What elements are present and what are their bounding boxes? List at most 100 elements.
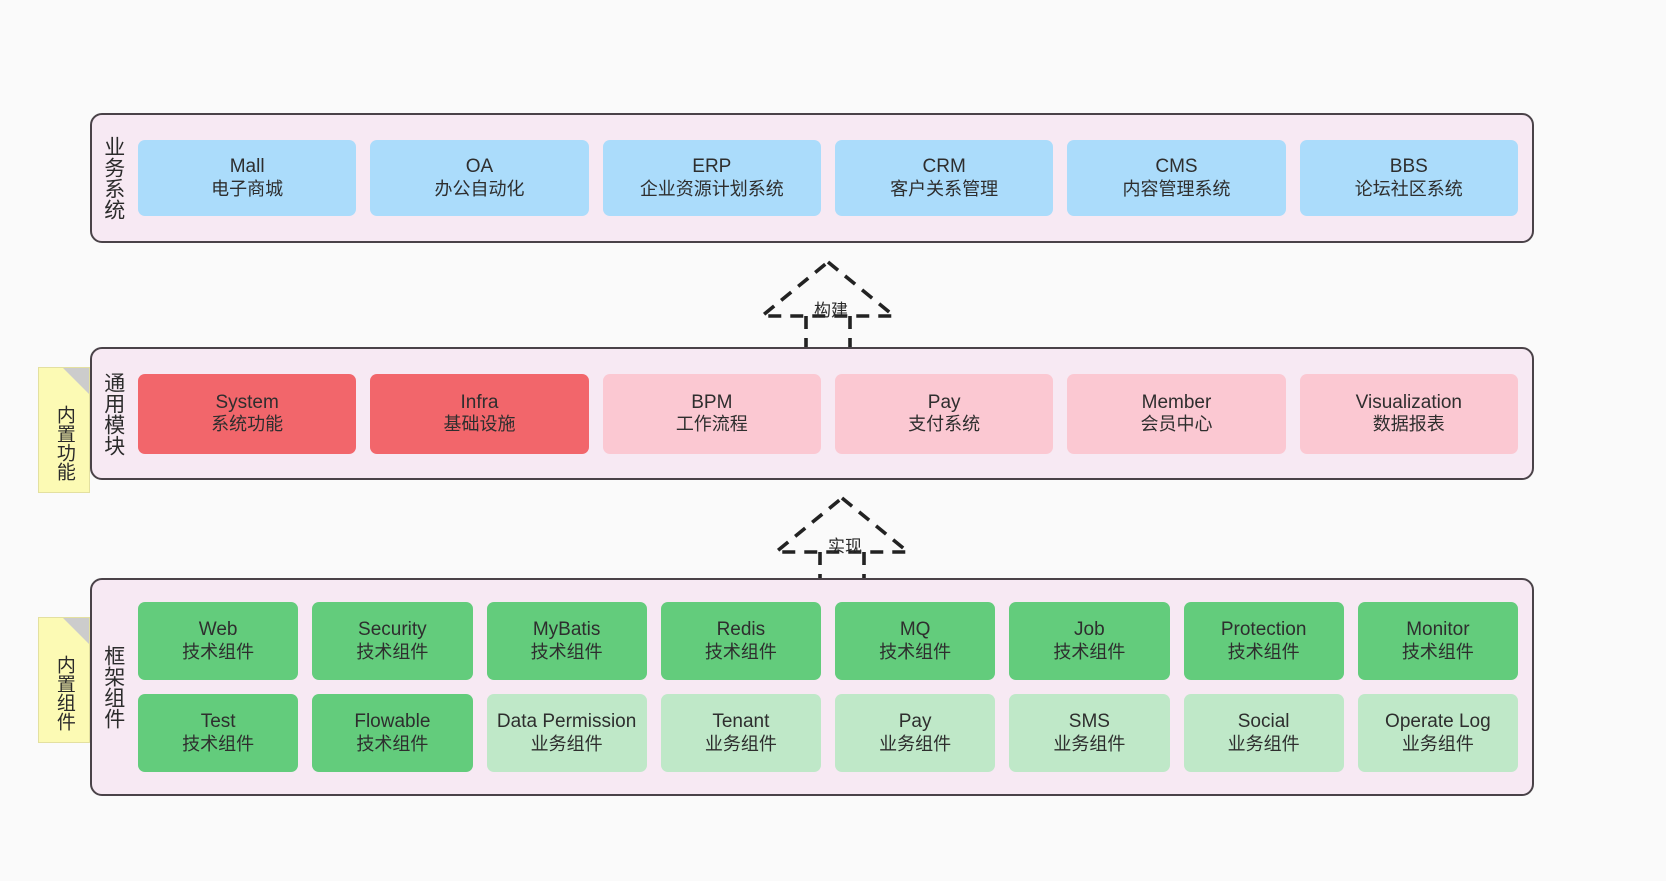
card-title-en: SMS — [1068, 711, 1110, 733]
sticky-note-label: 内置组件 — [53, 655, 75, 731]
card-row: System 系统功能 Infra 基础设施 BPM 工作流程 Pay 支付系统… — [138, 373, 1518, 454]
card-title-en: Protection — [1220, 619, 1307, 641]
card-title-cn: 支付系统 — [908, 414, 981, 435]
card-title-en: OA — [465, 156, 494, 178]
card-title-cn: 技术组件 — [356, 733, 429, 754]
arrow-stem-icon — [804, 316, 852, 350]
sticky-fold-icon — [63, 618, 89, 644]
card-title-en: Job — [1074, 619, 1105, 641]
card-title-cn: 工作流程 — [675, 414, 748, 435]
card-title-cn: 技术组件 — [1227, 641, 1300, 662]
card-oa[interactable]: OA 办公自动化 — [370, 140, 589, 216]
card-title-en: Operate Log — [1385, 711, 1491, 733]
card-title-en: System — [215, 391, 279, 413]
layer-business-system: 业务系统 Mall 电子商城 OA 办公自动化 ERP 企业资源计划系统 CRM… — [90, 113, 1534, 243]
card-title-en: Monitor — [1406, 619, 1470, 641]
card-test[interactable]: Test 技术组件 — [138, 694, 299, 772]
card-title-cn: 技术组件 — [182, 641, 255, 662]
card-infra[interactable]: Infra 基础设施 — [370, 373, 589, 454]
connector-label-realize: 实现 — [828, 537, 862, 556]
card-title-cn: 系统功能 — [211, 414, 284, 435]
card-title-cn: 技术组件 — [530, 641, 603, 662]
card-cms[interactable]: CMS 内容管理系统 — [1067, 140, 1286, 216]
card-mq[interactable]: MQ 技术组件 — [835, 602, 996, 680]
card-title-cn: 技术组件 — [879, 641, 952, 662]
sticky-note-label: 内置功能 — [53, 405, 75, 481]
card-title-en: ERP — [692, 156, 732, 178]
card-title-en: Test — [200, 711, 236, 733]
card-job[interactable]: Job 技术组件 — [1009, 602, 1170, 680]
card-title-en: Data Permission — [496, 711, 637, 733]
layer-body-common-module: System 系统功能 Infra 基础设施 BPM 工作流程 Pay 支付系统… — [134, 349, 1532, 478]
card-title-cn: 电子商城 — [211, 178, 284, 199]
card-title-en: Pay — [898, 711, 932, 733]
sticky-note-builtin-component: 内置组件 — [38, 617, 90, 743]
sticky-fold-icon — [63, 368, 89, 394]
layer-title-common-module: 通用模块 — [101, 371, 125, 456]
card-title-cn: 基础设施 — [443, 414, 516, 435]
card-row: Test 技术组件 Flowable 技术组件 Data Permission … — [138, 694, 1518, 772]
card-title-cn: 业务组件 — [1227, 733, 1300, 754]
card-title-en: Tenant — [712, 711, 770, 733]
card-title-en: Pay — [927, 391, 961, 413]
card-title-cn: 客户关系管理 — [890, 178, 999, 199]
card-operate-log[interactable]: Operate Log 业务组件 — [1357, 694, 1518, 772]
card-title-cn: 数据报表 — [1372, 414, 1445, 435]
layer-common-module: 通用模块 System 系统功能 Infra 基础设施 BPM 工作流程 Pay… — [90, 347, 1534, 480]
card-bpm[interactable]: BPM 工作流程 — [602, 373, 821, 454]
card-title-cn: 论坛社区系统 — [1354, 178, 1463, 199]
card-title-en: Social — [1237, 711, 1290, 733]
card-flowable[interactable]: Flowable 技术组件 — [312, 694, 473, 772]
card-erp[interactable]: ERP 企业资源计划系统 — [602, 140, 821, 216]
card-title-en: Member — [1141, 391, 1212, 413]
connector-build: 构建 — [756, 258, 900, 350]
card-title-cn: 技术组件 — [704, 641, 777, 662]
card-title-cn: 技术组件 — [182, 733, 255, 754]
card-title-cn: 业务组件 — [704, 733, 777, 754]
connector-realize: 实现 — [770, 494, 914, 586]
card-title-en: BPM — [691, 391, 733, 413]
card-title-cn: 技术组件 — [1401, 641, 1474, 662]
connector-label-build: 构建 — [814, 301, 848, 320]
card-title-cn: 业务组件 — [879, 733, 952, 754]
layer-title-framework-component: 框架组件 — [101, 645, 125, 729]
card-title-en: CMS — [1155, 156, 1198, 178]
arrow-head-icon — [770, 495, 914, 554]
card-protection[interactable]: Protection 技术组件 — [1183, 602, 1344, 680]
card-title-en: BBS — [1389, 156, 1428, 178]
card-title-en: Visualization — [1355, 391, 1462, 413]
card-title-cn: 业务组件 — [530, 733, 603, 754]
card-bbs[interactable]: BBS 论坛社区系统 — [1299, 140, 1518, 216]
card-title-en: Infra — [460, 391, 499, 413]
card-pay[interactable]: Pay 支付系统 — [834, 373, 1054, 454]
card-tenant[interactable]: Tenant 业务组件 — [660, 694, 821, 772]
card-web[interactable]: Web 技术组件 — [138, 602, 299, 680]
card-system[interactable]: System 系统功能 — [138, 373, 357, 454]
card-row: Web 技术组件 Security 技术组件 MyBatis 技术组件 Redi… — [138, 602, 1518, 680]
card-social[interactable]: Social 业务组件 — [1183, 694, 1344, 772]
card-visualization[interactable]: Visualization 数据报表 — [1299, 373, 1518, 454]
card-mybatis[interactable]: MyBatis 技术组件 — [486, 602, 647, 680]
card-redis[interactable]: Redis 技术组件 — [660, 602, 821, 680]
card-member[interactable]: Member 会员中心 — [1067, 373, 1286, 454]
card-security[interactable]: Security 技术组件 — [312, 602, 473, 680]
card-row: Mall 电子商城 OA 办公自动化 ERP 企业资源计划系统 CRM 客户关系… — [138, 140, 1518, 216]
card-mall[interactable]: Mall 电子商城 — [138, 140, 357, 216]
layer-body-business-system: Mall 电子商城 OA 办公自动化 ERP 企业资源计划系统 CRM 客户关系… — [134, 115, 1532, 241]
sticky-note-builtin-function: 内置功能 — [38, 367, 90, 493]
card-title-cn: 办公自动化 — [434, 178, 525, 199]
card-crm[interactable]: CRM 客户关系管理 — [834, 140, 1054, 216]
card-title-en: Flowable — [354, 711, 431, 733]
card-data-permission[interactable]: Data Permission 业务组件 — [486, 694, 647, 772]
card-sms[interactable]: SMS 业务组件 — [1009, 694, 1170, 772]
card-title-en: Mall — [229, 156, 265, 178]
card-title-cn: 业务组件 — [1401, 733, 1474, 754]
card-title-cn: 技术组件 — [1053, 641, 1126, 662]
card-title-en: MQ — [899, 619, 931, 641]
card-monitor[interactable]: Monitor 技术组件 — [1357, 602, 1518, 680]
card-title-cn: 会员中心 — [1140, 414, 1213, 435]
card-title-en: Redis — [716, 619, 766, 641]
card-title-cn: 技术组件 — [356, 641, 429, 662]
card-pay-business[interactable]: Pay 业务组件 — [835, 694, 996, 772]
